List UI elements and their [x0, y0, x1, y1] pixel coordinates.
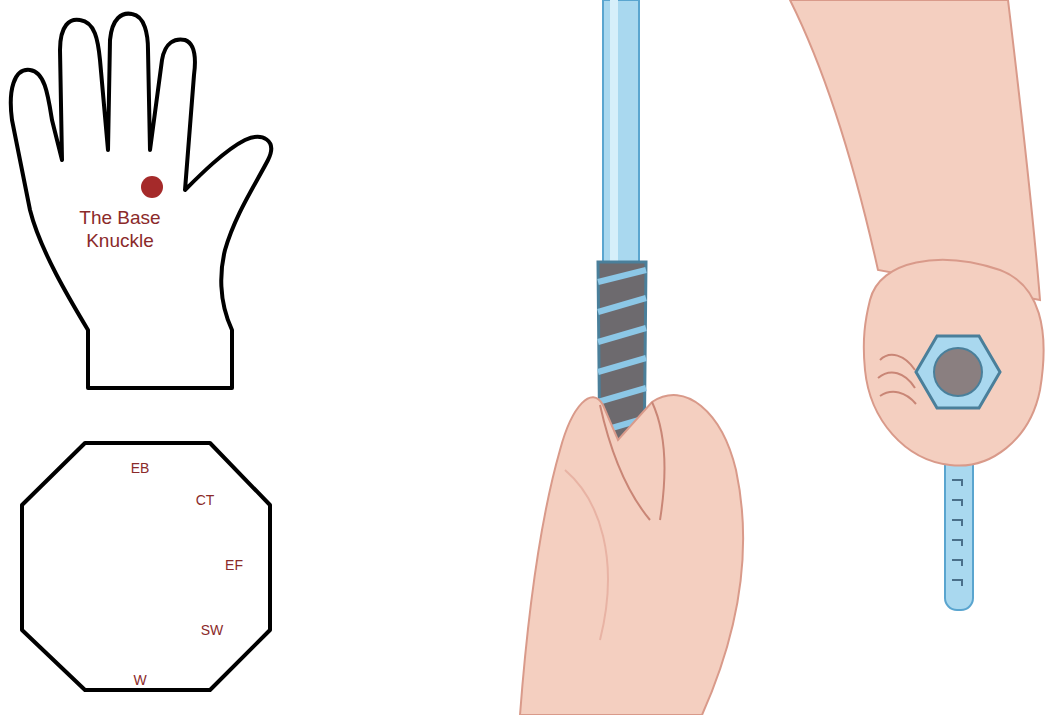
- thumb-line: [600, 405, 650, 520]
- knuckle-dot: [141, 176, 163, 198]
- end-grip-view: [790, 0, 1044, 610]
- finger-curl: [880, 392, 916, 404]
- position-label: EF: [214, 557, 254, 574]
- position-label: SW: [192, 622, 232, 639]
- hand-outline: The Base Knuckle: [0, 0, 290, 400]
- palm-shade: [565, 470, 608, 640]
- position-label: CT: [185, 492, 225, 509]
- shaft: [603, 0, 639, 285]
- finger-line: [652, 402, 664, 520]
- shaft-marks: [952, 480, 962, 586]
- position-label: W: [120, 672, 160, 689]
- hex-nut: [916, 336, 1000, 408]
- front-grip-view: [520, 0, 743, 715]
- callout-label: The Base Knuckle: [70, 207, 170, 253]
- shaft-highlight: [610, 0, 618, 285]
- hand-outline-shape: [0, 0, 290, 400]
- octagon-grip-section: EB CT EF SW W: [0, 430, 290, 710]
- hand-outline-path: [11, 14, 271, 388]
- position-label: EB: [120, 460, 160, 477]
- nut-hole: [934, 348, 982, 396]
- finger-curl: [878, 373, 915, 388]
- fist: [864, 260, 1044, 466]
- gripping-hand: [520, 395, 743, 715]
- octagon-grip-section-path: [22, 443, 270, 690]
- finger-curl: [880, 355, 915, 370]
- forearm: [790, 0, 1040, 300]
